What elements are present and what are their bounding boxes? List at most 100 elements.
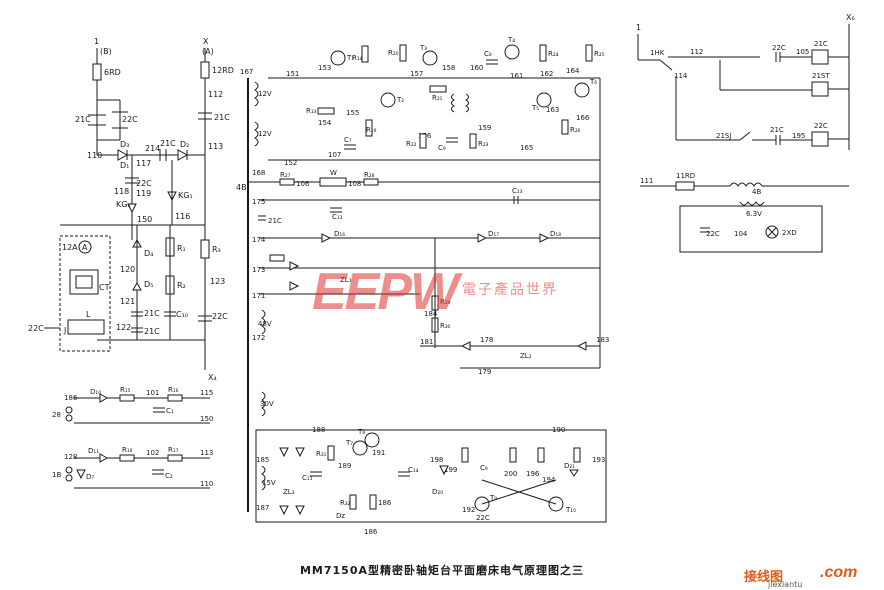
node-175: 175 (252, 198, 265, 206)
resistor-r13-label: R₁₃ (306, 107, 317, 115)
node-174: 174 (252, 236, 266, 244)
node-163: 163 (546, 106, 559, 114)
relay-coil-21st (811, 81, 829, 97)
relay-coil-21c (811, 49, 829, 65)
node-152: 152 (284, 159, 297, 167)
output-x4: X₄ (208, 373, 217, 382)
contact-22c-mid: 22C (136, 179, 152, 188)
node-189: 189 (338, 462, 351, 470)
node-118: 118 (114, 187, 129, 196)
diode-d20 (289, 261, 300, 271)
diode-d2-label: D₂ (180, 140, 189, 149)
winding-12v-a-label: 12V (258, 90, 272, 98)
node-119: 119 (136, 189, 151, 198)
transistor-t4 (504, 44, 520, 60)
node-199: 199 (444, 466, 457, 474)
sub2-r17-label: R₁₇ (168, 446, 179, 454)
ct-core (75, 275, 93, 289)
node-162: 162 (540, 70, 553, 78)
node-113: 113 (208, 142, 223, 151)
sub1-transformer-label: 28 (52, 411, 61, 419)
node-122: 122 (116, 323, 131, 332)
transistor-t6-label: T₆ (589, 78, 597, 86)
node-167: 167 (240, 68, 253, 76)
resistor-r28-label: R₂₈ (364, 171, 375, 179)
sub1-r16-label: R₁₆ (168, 386, 179, 394)
right-node-195: 195 (792, 132, 805, 140)
node-165: 165 (520, 144, 533, 152)
node-123: 123 (210, 277, 225, 286)
capacitor-c9-timer: C₉ (480, 464, 488, 472)
contact-21c-right: 21C (214, 113, 230, 122)
bridge-zl1-label: ZL₁ (340, 276, 352, 284)
winding-30v-label: 30V (260, 400, 274, 408)
resistor-r27-label: R₂₇ (280, 171, 291, 179)
potentiometer-w[interactable] (319, 177, 347, 187)
diode-d18 (539, 233, 550, 243)
right-node-111: 111 (640, 177, 653, 185)
contact-22c-left: 22C (122, 115, 138, 124)
resistor-r28 (363, 178, 379, 186)
capacitor-c9: C₉ (438, 144, 446, 152)
node-top-left: 1 (94, 37, 99, 46)
transistor-t3 (422, 50, 438, 66)
ammeter-tag: 12A (62, 243, 78, 252)
resistor-r29-label: R₂₉ (440, 298, 451, 306)
node-184: 184 (424, 310, 438, 318)
capacitor-c7: C₇ (344, 136, 352, 144)
watermark-brand: EEPW (312, 263, 459, 321)
transistor-t5-label: T₅ (531, 104, 539, 112)
resistor-r27 (279, 178, 295, 186)
node-192: 192 (462, 506, 475, 514)
diode-d26 (295, 505, 305, 516)
node-110: 110 (87, 151, 102, 160)
timer-contact-21sj (739, 131, 751, 141)
resistor-r35 (509, 447, 517, 463)
resistor-r19 (365, 119, 373, 137)
node-178: 178 (480, 336, 493, 344)
relay-coil-22c (811, 131, 829, 147)
transistor-t7-label: T₇ (345, 439, 353, 447)
resistor-r25-label: R₂₅ (594, 50, 605, 58)
node-150: 150 (137, 215, 152, 224)
lamp-transformer-secondary (739, 201, 765, 206)
left-power-section: 1 (B) X (A) 6RD 12RD 21C 22C 112 21C 113… (28, 37, 234, 489)
zener-kg1-label: KG₁ (178, 191, 193, 200)
winding-15v (261, 465, 266, 491)
node-196: 196 (526, 470, 540, 478)
timer-circuit-frame (255, 429, 607, 523)
resistor-r20-label: R₂₀ (388, 49, 399, 57)
node-107: 107 (328, 151, 341, 159)
winding-15v-label: 15V (262, 479, 276, 487)
node-160: 160 (470, 64, 483, 72)
resistor-r19-label: R₁₉ (366, 126, 377, 134)
node-187: 187 (256, 504, 269, 512)
diode-d16 (321, 233, 332, 243)
transistor-t7 (352, 440, 368, 456)
diode-d19 (289, 281, 300, 291)
node-top-right-tag: (A) (202, 47, 214, 56)
switch-1hk[interactable] (659, 59, 673, 71)
diode-d24 (295, 447, 305, 458)
ct-dashed-box (59, 235, 111, 352)
resistor-r26-label: R₂₆ (570, 126, 581, 134)
right-node-105: 105 (796, 48, 809, 56)
diode-d21-label: D₂₁ (564, 462, 575, 470)
diode-d28 (569, 469, 579, 477)
lamp-node-104: 104 (734, 230, 748, 238)
pulse-transformer-3b (465, 93, 469, 113)
node-179: 179 (478, 368, 491, 376)
transistor-t2 (380, 92, 396, 108)
resistor-r33 (369, 494, 377, 510)
node-153: 153 (318, 64, 331, 72)
sub1-node-150: 150 (200, 415, 213, 423)
watermark-subtitle: 電子產品世界 (462, 282, 558, 298)
capacitor-c14: C₁₄ (408, 466, 419, 474)
transformer-1b-coil (65, 466, 73, 474)
resistor-r14 (361, 45, 369, 63)
pulse-transformer-2b (451, 93, 455, 113)
relay-22c-label: 22C (814, 122, 828, 130)
sub1-diode-d10 (99, 393, 109, 403)
transistor-t8 (364, 432, 380, 448)
